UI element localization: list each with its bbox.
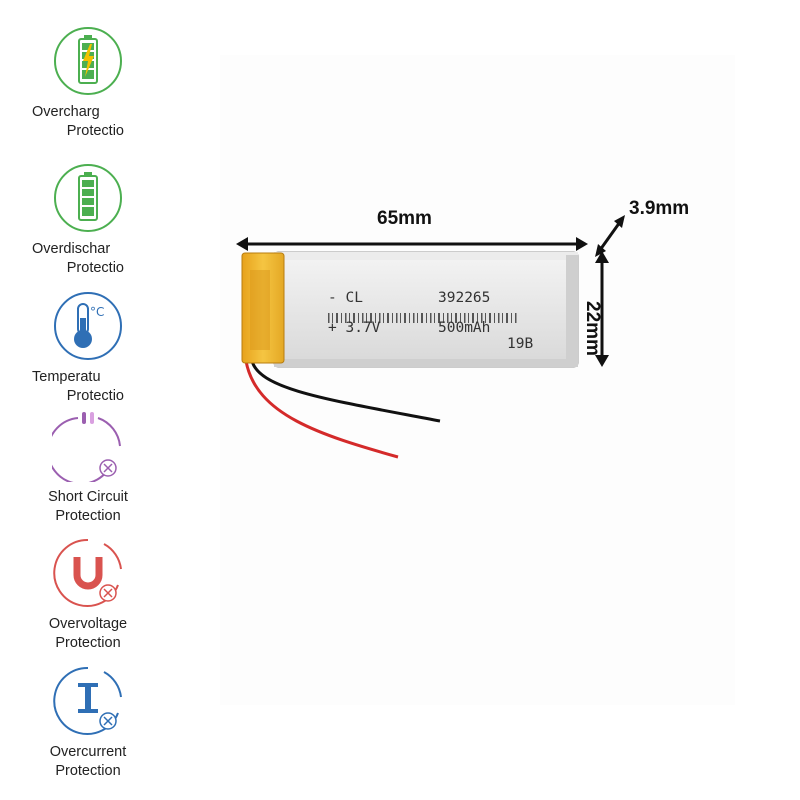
feature-label: Temperatu Protectio xyxy=(32,369,124,404)
battery-capacity: 500mAh xyxy=(438,320,491,336)
thickness-arrow xyxy=(595,215,625,257)
feature-overcharge: Overcharg Protectio xyxy=(0,25,180,139)
battery-batch-code: 19B xyxy=(507,336,534,352)
battery-product-image: 65mm 3.9mm 22mm - CL 392265 + 3.7V 500mA… xyxy=(220,55,735,705)
current-i-icon xyxy=(52,665,124,737)
length-label: 65mm xyxy=(377,208,432,229)
battery-label-line1-left: - CL xyxy=(328,290,363,306)
battery-wires xyxy=(244,360,441,459)
battery-model: 392265 xyxy=(438,290,491,306)
feature-label: Overcharg Protectio xyxy=(32,104,124,139)
battery-full-icon xyxy=(52,162,124,234)
feature-overdischarge: Overdischar Protectio xyxy=(0,162,180,276)
feature-temperature: °C Temperatu Protectio xyxy=(0,290,180,404)
temperature-unit: °C xyxy=(90,305,104,319)
feature-overcurrent: Overcurrent Protection xyxy=(0,665,180,779)
barcode xyxy=(328,313,517,323)
battery-charging-icon xyxy=(52,25,124,97)
feature-label: Overcurrent Protection xyxy=(49,744,127,779)
width-arrow xyxy=(595,251,609,367)
battery-voltage: + 3.7V xyxy=(328,320,381,336)
feature-overvoltage: Overvoltage Protection xyxy=(0,537,180,651)
length-arrow xyxy=(236,237,588,251)
feature-label: Overdischar Protectio xyxy=(32,241,124,276)
feature-label: Short Circuit Protection xyxy=(48,489,128,524)
width-label: 22mm xyxy=(582,301,603,356)
thermometer-icon: °C xyxy=(52,290,124,362)
voltage-u-icon xyxy=(52,537,124,609)
feature-short-circuit: Short Circuit Protection xyxy=(0,410,180,524)
short-circuit-icon xyxy=(52,410,124,482)
feature-sidebar: Overcharg Protectio Overdischar Protecti… xyxy=(0,0,180,800)
thickness-label: 3.9mm xyxy=(629,198,690,219)
feature-label: Overvoltage Protection xyxy=(48,616,128,651)
battery-cell xyxy=(241,251,579,368)
battery-illustration xyxy=(236,215,625,459)
